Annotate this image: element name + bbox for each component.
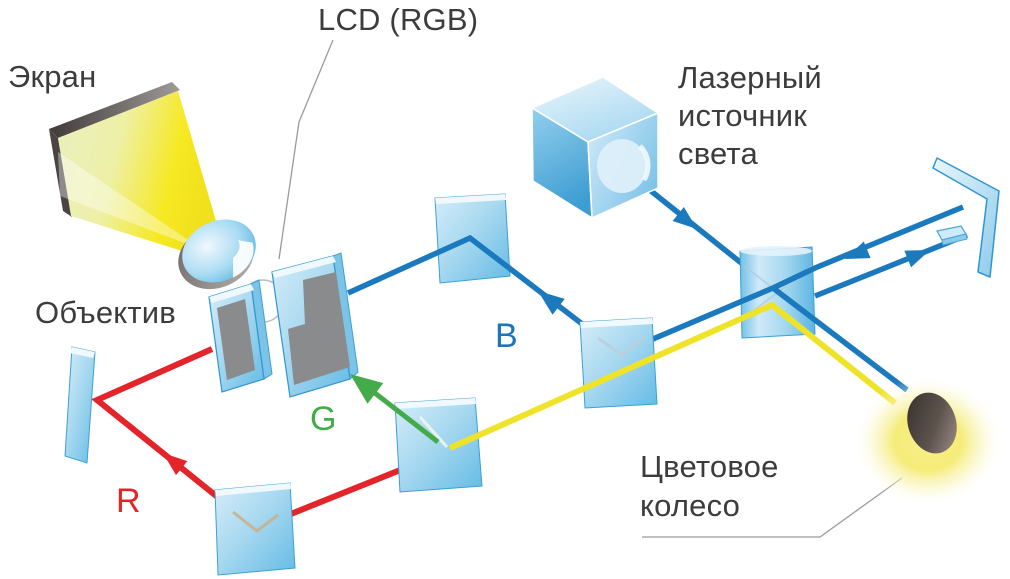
red-beam — [91, 346, 452, 532]
lcd-left-panel-top-sliver — [209, 284, 254, 303]
blue-beam-to-mirror — [813, 232, 969, 299]
screen-light-streak — [58, 152, 203, 250]
relay-prism-middle-reflection-mark — [597, 335, 646, 357]
fold-mirror-top-sliver — [70, 347, 95, 358]
relay-prism-red — [214, 482, 296, 576]
laser-label-line3: света — [678, 136, 758, 171]
color-wheel-label-line2: колесо — [640, 488, 740, 523]
yellow-beam-path — [448, 301, 897, 451]
relay-prism-red-sliver — [215, 483, 291, 496]
screen-light-cone — [58, 91, 221, 257]
dichroic-prism — [394, 397, 483, 493]
dichroic-prism-sliver — [395, 398, 476, 409]
red-beam-arrow — [163, 453, 188, 476]
blue-beam-b-arrow — [538, 291, 565, 315]
blue-beam-to-mirror-line — [813, 232, 969, 299]
lcd-left-panel-glass — [217, 299, 255, 380]
blue-beam-laser-arrow — [672, 206, 697, 229]
fold-mirror-face — [64, 346, 96, 464]
beam-splitter-top — [740, 246, 812, 256]
corner-mirror — [932, 157, 1000, 278]
screen-top-edge — [49, 82, 180, 138]
lcd-right-panel-glass — [288, 272, 350, 385]
screen-left-edge — [49, 129, 72, 217]
green-beam — [350, 374, 440, 444]
green-beam-arrow — [350, 374, 384, 404]
color-wheel-hub — [907, 392, 957, 454]
blue-beam-b-path — [346, 204, 965, 393]
relay-prism-red-reflection-mark — [232, 510, 279, 533]
blue-beam-to-wheel-line — [771, 285, 909, 393]
laser-aperture-highlight — [638, 144, 651, 182]
beam-letter-r: R — [116, 482, 141, 520]
blue-beam-b-line — [346, 204, 965, 357]
beam-letter-g: G — [310, 400, 336, 438]
lcd-callout-line — [278, 39, 334, 260]
objective-label: Объектив — [35, 295, 176, 330]
color-wheel-label-line1: Цветовое — [640, 449, 779, 484]
laser-aperture — [597, 139, 647, 193]
lcd-right-panel-top-sliver — [272, 256, 336, 278]
lcd-assembly — [208, 252, 359, 398]
lcd-label: LCD (RGB) — [318, 2, 478, 37]
laser-source-cube — [530, 76, 660, 220]
blue-beam-return-arrow — [845, 241, 871, 259]
blue-beam-to-mirror-arrow — [904, 250, 930, 268]
relay-prism-middle-sliver — [580, 318, 653, 328]
color-wheel-callout-line — [642, 477, 903, 538]
color-wheel — [853, 376, 1003, 506]
screen-label: Экран — [8, 59, 96, 94]
laser-label-line2: источник — [678, 98, 807, 133]
lens-highlight-notch — [233, 240, 254, 278]
diagram-labels: Экран LCD (RGB) Лазерный источник света … — [8, 2, 822, 523]
objective-lens — [178, 219, 256, 290]
laser-label-line1: Лазерный — [678, 60, 822, 95]
dichroic-prism-face — [394, 397, 483, 493]
relay-prism-middle — [579, 317, 658, 409]
waveplate-slab — [936, 225, 968, 246]
projection-screen — [49, 82, 221, 257]
dichroic-coating-mark — [418, 415, 449, 449]
beam-letter-b: B — [495, 317, 518, 355]
fold-mirror-left — [64, 346, 96, 464]
relay-prism-top-sliver — [435, 194, 506, 204]
waveplate-edge — [941, 233, 968, 246]
